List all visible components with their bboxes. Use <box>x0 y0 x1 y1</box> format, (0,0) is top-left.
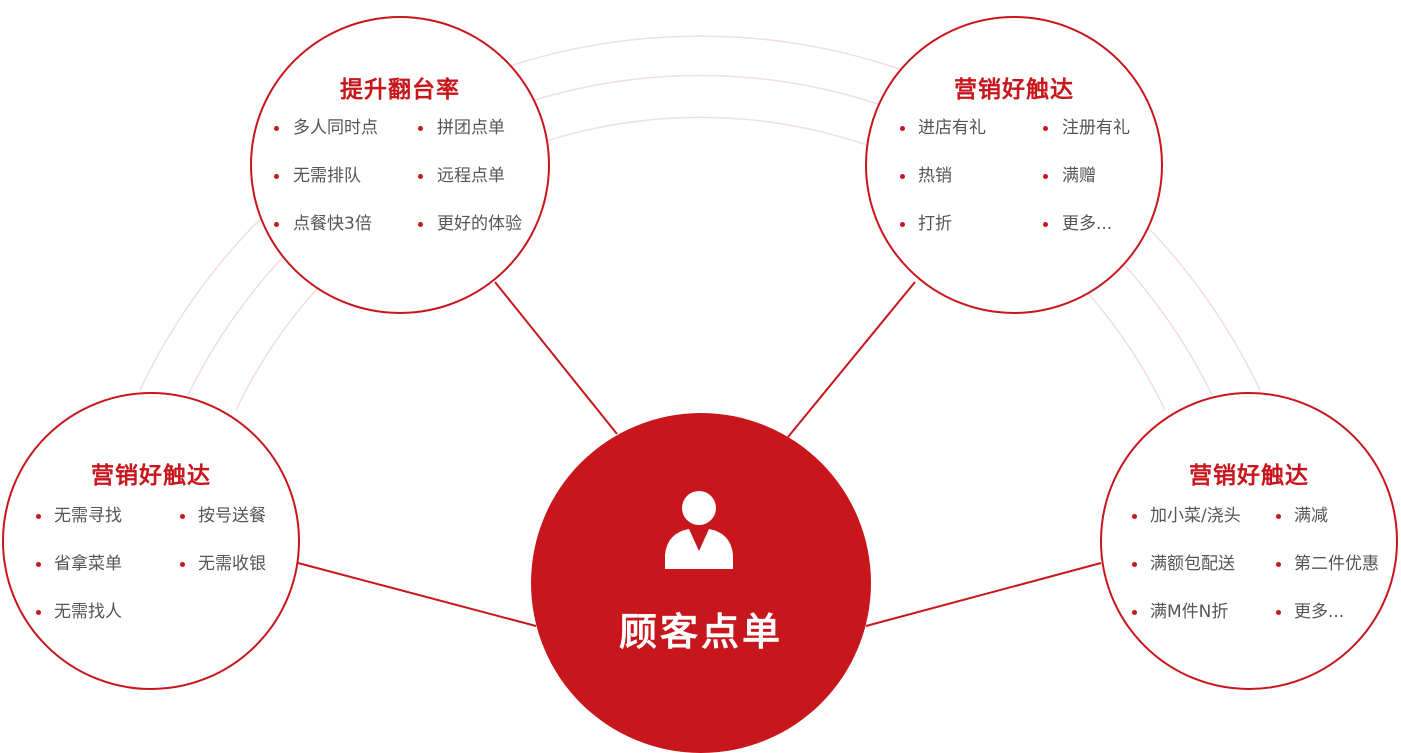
node-title: 营销好触达 <box>1189 463 1309 489</box>
node-top-right: 营销好触达 进店有礼 注册有礼 热销 满赠 打折 更多... <box>865 16 1163 314</box>
list-item: 更多... <box>1062 214 1113 234</box>
bullet-dot <box>36 514 41 519</box>
bullet-dot <box>900 174 905 179</box>
node-bottom-left: 营销好触达 无需寻找 按号送餐 省拿菜单 无需收银 无需找人 <box>2 392 300 690</box>
bullet-dot <box>418 222 423 227</box>
bullet-dot <box>900 126 905 131</box>
list-item: 更好的体验 <box>437 214 522 234</box>
bullet-dot <box>1043 126 1048 131</box>
list-item: 加小菜/浇头 <box>1150 506 1241 526</box>
list-item: 进店有礼 <box>918 118 986 138</box>
node-title: 营销好触达 <box>91 463 211 489</box>
list-item: 远程点单 <box>437 166 505 186</box>
list-item: 省拿菜单 <box>54 554 122 574</box>
bullet-dot <box>1132 514 1137 519</box>
connector-top-right <box>787 281 916 438</box>
list-item: 打折 <box>918 214 952 234</box>
bullet-dot <box>274 126 279 131</box>
bullet-dot <box>1132 562 1137 567</box>
node-title: 营销好触达 <box>954 77 1074 103</box>
connector-bottom-right <box>865 562 1102 627</box>
bullet-dot <box>274 174 279 179</box>
list-item: 第二件优惠 <box>1294 554 1379 574</box>
list-item: 满赠 <box>1062 166 1096 186</box>
list-item: 多人同时点 <box>293 118 378 138</box>
bullet-dot <box>1276 610 1281 615</box>
list-item: 无需排队 <box>293 166 361 186</box>
bullet-dot <box>418 126 423 131</box>
center-title: 顾客点单 <box>618 610 783 654</box>
list-item: 无需寻找 <box>54 506 122 526</box>
node-bottom-right: 营销好触达 加小菜/浇头 满减 满额包配送 第二件优惠 满M件N折 更多... <box>1100 392 1398 690</box>
bullet-dot <box>1132 610 1137 615</box>
list-item: 满M件N折 <box>1150 602 1229 622</box>
list-item: 无需找人 <box>54 602 122 622</box>
bullet-dot <box>180 514 185 519</box>
list-item: 按号送餐 <box>198 506 266 526</box>
bullet-dot <box>900 222 905 227</box>
list-item: 满减 <box>1294 506 1328 526</box>
node-top-left: 提升翻台率 多人同时点 拼团点单 无需排队 远程点单 点餐快3倍 更好的体验 <box>250 16 550 314</box>
bullet-dot <box>180 562 185 567</box>
node-title: 提升翻台率 <box>340 77 460 103</box>
bullet-dot <box>36 562 41 567</box>
list-item: 注册有礼 <box>1062 118 1130 138</box>
list-item: 拼团点单 <box>437 118 505 138</box>
list-item: 更多... <box>1294 602 1345 622</box>
connector-top-left <box>494 281 618 435</box>
bullet-dot <box>1043 222 1048 227</box>
bullet-dot <box>36 610 41 615</box>
bullet-dot <box>1276 514 1281 519</box>
list-item: 热销 <box>918 166 952 186</box>
list-item: 点餐快3倍 <box>293 214 372 234</box>
center-node: 顾客点单 <box>531 413 871 753</box>
bullet-dot <box>418 174 423 179</box>
bullet-dot <box>274 222 279 227</box>
user-icon <box>665 491 733 569</box>
list-item: 无需收银 <box>198 554 266 574</box>
bullet-dot <box>1043 174 1048 179</box>
connector-bottom-left <box>297 562 537 627</box>
list-item: 满额包配送 <box>1150 554 1235 574</box>
bullet-dot <box>1276 562 1281 567</box>
